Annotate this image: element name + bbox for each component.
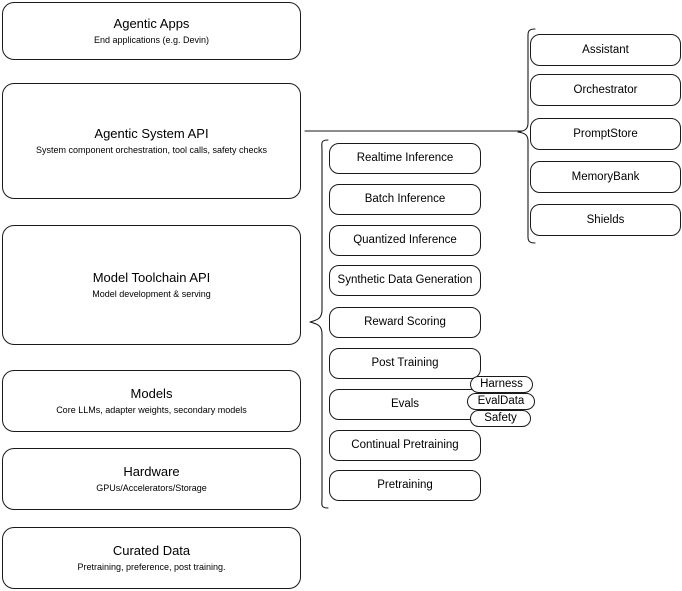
layer-title: Curated Data: [112, 543, 191, 558]
capability-synthetic-data-generation[interactable]: Synthetic Data Generation: [329, 265, 481, 296]
eval-pill-safety[interactable]: Safety: [470, 410, 531, 427]
capability-quantized-inference[interactable]: Quantized Inference: [329, 225, 481, 256]
capability-reward-scoring[interactable]: Reward Scoring: [329, 307, 481, 338]
layer-subtitle: GPUs/Accelerators/Storage: [96, 483, 207, 493]
capability-evals[interactable]: Evals: [329, 389, 481, 420]
layer-subtitle: Pretraining, preference, post training.: [77, 562, 226, 572]
capability-batch-inference[interactable]: Batch Inference: [329, 184, 481, 215]
component-promptstore[interactable]: PromptStore: [530, 118, 681, 150]
brace-path: [309, 139, 329, 509]
layer-title: Hardware: [123, 464, 180, 479]
layer-box-agentic-system-api[interactable]: Agentic System API System component orche…: [2, 83, 301, 199]
layer-subtitle: End applications (e.g. Devin): [93, 35, 210, 45]
layer-subtitle: Model development & serving: [92, 289, 211, 299]
component-assistant[interactable]: Assistant: [530, 34, 681, 66]
layer-title: Model Toolchain API: [92, 270, 211, 285]
component-orchestrator[interactable]: Orchestrator: [530, 74, 681, 106]
layer-title: Models: [130, 386, 173, 401]
layer-title: Agentic Apps: [113, 16, 190, 31]
layer-box-model-toolchain-api[interactable]: Model Toolchain API Model development & s…: [2, 225, 301, 345]
eval-pill-evaldata[interactable]: EvalData: [467, 393, 535, 410]
capability-continual-pretraining[interactable]: Continual Pretraining: [329, 430, 481, 461]
layer-title: Agentic System API: [94, 126, 209, 141]
layer-subtitle: Core LLMs, adapter weights, secondary mo…: [56, 405, 247, 415]
component-shields[interactable]: Shields: [530, 204, 681, 236]
capability-post-training[interactable]: Post Training: [329, 348, 481, 379]
component-memorybank[interactable]: MemoryBank: [530, 161, 681, 193]
capability-realtime-inference[interactable]: Realtime Inference: [329, 143, 481, 174]
layer-subtitle: System component orchestration, tool cal…: [35, 145, 268, 155]
capability-pretraining[interactable]: Pretraining: [329, 470, 481, 501]
eval-pill-harness[interactable]: Harness: [470, 376, 533, 393]
